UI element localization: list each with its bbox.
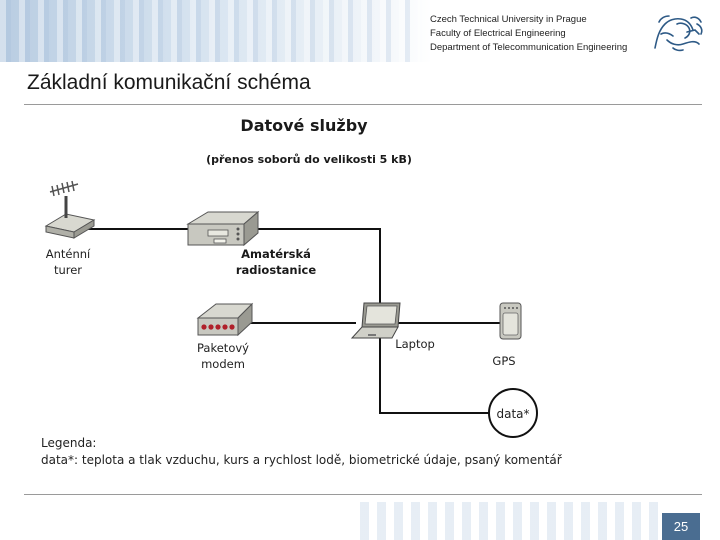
diagram-heading: Datové služby xyxy=(240,116,368,135)
antenna-label-line1: Anténní xyxy=(46,247,91,261)
title-divider xyxy=(24,104,702,105)
legend-title: Legenda: xyxy=(41,436,96,450)
page-number: 25 xyxy=(662,513,700,540)
modem-label-line1: Paketový xyxy=(197,341,249,355)
slide-title: Základní komunikační schéma xyxy=(27,71,311,94)
radio-label-line2: radiostanice xyxy=(236,263,317,277)
modem-label-line2: modem xyxy=(201,357,245,371)
header-banner: Czech Technical University in Prague Fac… xyxy=(0,0,720,62)
connection-lines xyxy=(72,228,500,414)
antenna-label-line2: turer xyxy=(54,263,82,277)
packet-modem-icon xyxy=(196,302,254,337)
footer-divider xyxy=(24,494,702,495)
gps-icon xyxy=(499,302,522,340)
laptop-icon xyxy=(350,302,401,339)
data-node-circle xyxy=(488,388,538,438)
institution-block: Czech Technical University in Prague Fac… xyxy=(430,13,627,55)
faculty-name: Faculty of Electrical Engineering xyxy=(430,28,566,39)
laptop-data-link xyxy=(379,338,489,414)
laptop-label: Laptop xyxy=(395,337,435,351)
radio-label-line1: Amatérská xyxy=(241,247,311,261)
header-pattern xyxy=(0,0,420,62)
footer-pattern xyxy=(360,502,660,540)
radio-laptop-link xyxy=(250,228,381,320)
data-node-label: data* xyxy=(496,407,529,421)
legend-text: data*: teplota a tlak vzduchu, kurs a ry… xyxy=(41,453,563,467)
ctu-lion-logo-icon xyxy=(654,15,703,52)
antenna-tuner-icon xyxy=(44,180,96,239)
radio-station-icon xyxy=(186,210,260,247)
header-background xyxy=(0,0,720,62)
gps-label: GPS xyxy=(492,354,515,368)
diagram-subheading: (přenos soborů do velikosti 5 kB) xyxy=(206,153,412,166)
university-name: Czech Technical University in Prague xyxy=(430,14,587,25)
department-name: Department of Telecommunication Engineer… xyxy=(430,42,628,53)
